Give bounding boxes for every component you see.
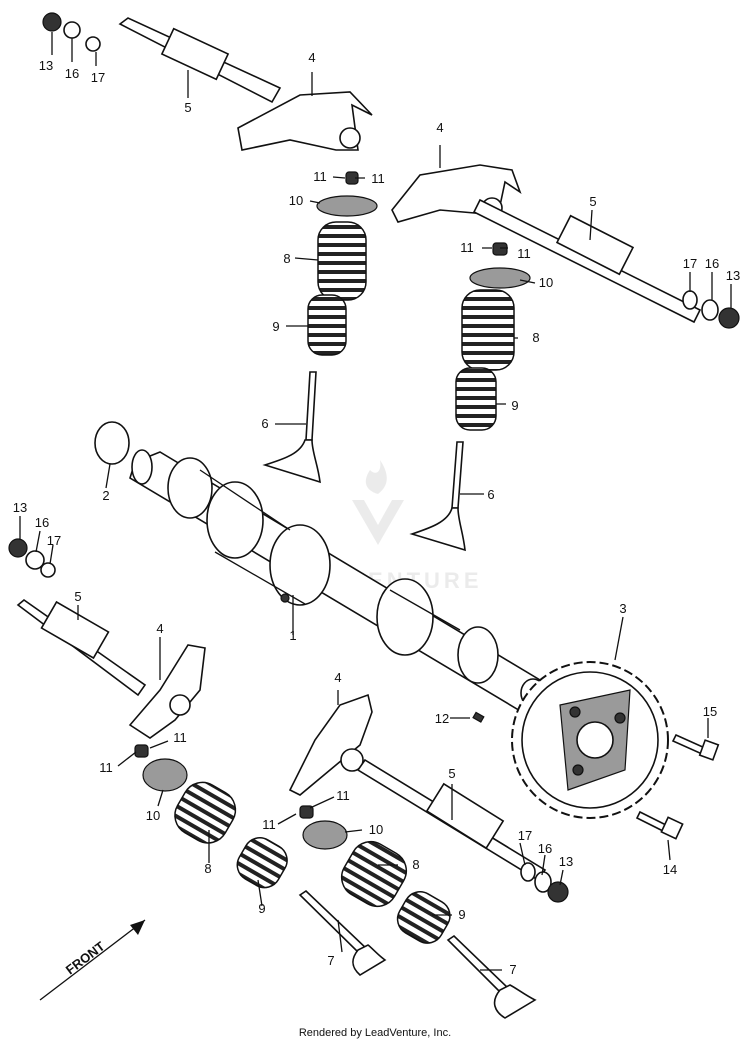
- spring-retainer: [316, 195, 378, 217]
- valve-spring-inner-2: [455, 367, 497, 431]
- callout-4: 4: [436, 120, 443, 135]
- callout-12: 12: [435, 711, 449, 726]
- callout-5: 5: [74, 589, 81, 604]
- rocker-arm-upper-left: [237, 91, 373, 151]
- callout-10: 10: [369, 822, 383, 837]
- valve-spring-outer-3: [174, 781, 237, 844]
- callout-10: 10: [146, 808, 160, 823]
- valve-spring-inner-4: [396, 891, 451, 944]
- callout-17: 17: [683, 256, 697, 271]
- rocker-shaft-upper-left: [118, 17, 282, 104]
- callout-10: 10: [289, 193, 303, 208]
- rocker-shaft-upper-right: [472, 198, 702, 324]
- front-label: FRONT: [63, 938, 108, 977]
- callout-7: 7: [509, 962, 516, 977]
- callout-5: 5: [184, 100, 191, 115]
- callout-10: 10: [539, 275, 553, 290]
- callout-13: 13: [559, 854, 573, 869]
- callout-5: 5: [448, 766, 455, 781]
- o-ring: [94, 421, 130, 465]
- footer-credit: Rendered by LeadVenture, Inc.: [299, 1027, 451, 1039]
- callout-16: 16: [538, 841, 552, 856]
- rocker-arm-lower-left: [128, 644, 206, 739]
- callout-9: 9: [511, 398, 518, 413]
- callout-11: 11: [460, 240, 474, 255]
- rocker-shaft-lower-left: [16, 598, 147, 697]
- callout-17: 17: [518, 828, 532, 843]
- callout-17: 17: [91, 70, 105, 85]
- hardware-upper-right: [682, 290, 740, 329]
- callout-13: 13: [13, 500, 27, 515]
- valve-upper-right: [409, 441, 466, 552]
- callout-11: 11: [371, 171, 385, 186]
- spring-retainer-2: [469, 267, 531, 289]
- callout-17: 17: [47, 533, 61, 548]
- callout-8: 8: [283, 251, 290, 266]
- callout-6: 6: [261, 416, 268, 431]
- hardware-upper-left: [42, 12, 101, 52]
- callout-4: 4: [156, 621, 163, 636]
- bolt-14: [635, 810, 684, 840]
- callout-6: 6: [487, 487, 494, 502]
- callout-7: 7: [327, 953, 334, 968]
- valve-spring-outer-4: [340, 840, 408, 908]
- callout-13: 13: [39, 58, 53, 73]
- hardware-lower-left: [8, 538, 56, 578]
- callout-2: 2: [102, 488, 109, 503]
- callout-14: 14: [663, 862, 677, 877]
- callout-16: 16: [705, 256, 719, 271]
- valve-spring-outer-2: [461, 289, 515, 371]
- callouts: 13 16 17 5 4 11 11 10 8 9 6 4 5 11 11 17…: [13, 50, 740, 977]
- callout-8: 8: [532, 330, 539, 345]
- rocker-arm-lower-right: [288, 693, 373, 796]
- callout-11: 11: [262, 817, 276, 832]
- callout-3: 3: [619, 601, 626, 616]
- callout-11: 11: [517, 246, 531, 261]
- callout-4: 4: [334, 670, 341, 685]
- callout-15: 15: [703, 704, 717, 719]
- callout-5: 5: [589, 194, 596, 209]
- callout-16: 16: [65, 66, 79, 81]
- bolt-15: [671, 733, 720, 761]
- valve-upper-left: [262, 371, 321, 484]
- spring-retainer-3: [142, 758, 188, 792]
- callout-4: 4: [308, 50, 315, 65]
- valve-lower-right: [446, 934, 537, 1019]
- callout-11: 11: [336, 788, 350, 803]
- valve-spring-inner: [307, 294, 347, 356]
- callout-11: 11: [313, 169, 327, 184]
- callout-11: 11: [173, 730, 187, 745]
- dowel-pin: [472, 711, 485, 723]
- valve-lower-left: [298, 889, 387, 976]
- callout-8: 8: [412, 857, 419, 872]
- callout-8: 8: [204, 861, 211, 876]
- callout-11: 11: [99, 760, 113, 775]
- callout-16: 16: [35, 515, 49, 530]
- camshaft: [129, 449, 546, 713]
- cam-sprocket: [511, 661, 669, 819]
- leader-lines: [19, 32, 732, 971]
- callout-9: 9: [258, 901, 265, 916]
- callout-13: 13: [726, 268, 740, 283]
- front-arrow: FRONT: [39, 919, 146, 1001]
- callout-9: 9: [272, 319, 279, 334]
- hardware-lower-right: [520, 862, 569, 903]
- spring-retainer-4: [302, 820, 348, 850]
- valve-spring-outer: [317, 221, 367, 301]
- callout-1: 1: [289, 628, 296, 643]
- callout-9: 9: [458, 907, 465, 922]
- valve-spring-inner-3: [236, 837, 288, 889]
